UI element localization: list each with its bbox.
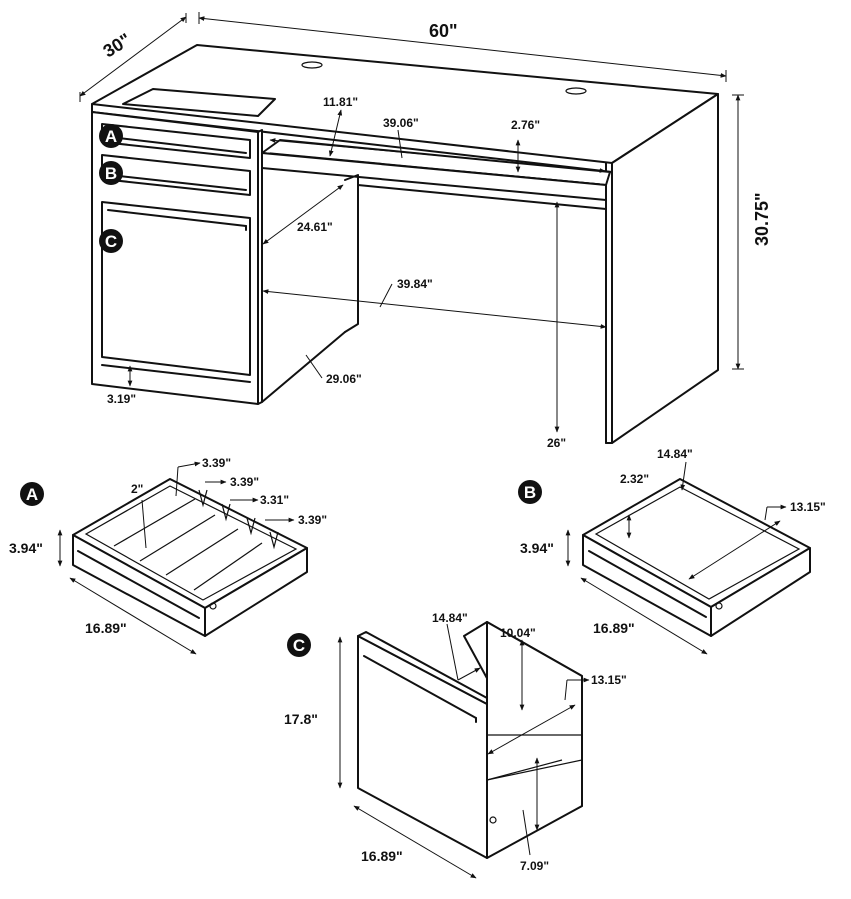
label-width: 60" xyxy=(429,21,458,41)
label-a-height: 3.94" xyxy=(9,540,43,556)
badge-b-main-label: B xyxy=(105,164,117,183)
door-c-front xyxy=(101,201,251,376)
label-a-compartment-4: 3.39" xyxy=(298,513,327,527)
label-floor-clearance: 3.19" xyxy=(107,392,136,406)
label-c-inner-width: 14.84" xyxy=(432,611,468,625)
label-c-width: 16.89" xyxy=(361,848,403,864)
desk-main: A B C 30" 60" 30.75" 11.81" 39.06" 2.76"… xyxy=(79,12,772,450)
label-a-width: 16.89" xyxy=(85,620,127,636)
label-a-compartment-1: 3.39" xyxy=(202,456,231,470)
badge-c-main: C xyxy=(99,229,123,253)
badge-a-detail: A xyxy=(20,482,44,506)
label-knee-height: 24.61" xyxy=(297,220,333,234)
badge-c-main-label: C xyxy=(105,232,117,251)
cabinet-side xyxy=(486,621,583,859)
badge-a-main-label: A xyxy=(105,127,117,146)
label-a-compartment-2: 3.39" xyxy=(230,475,259,489)
badge-a-detail-label: A xyxy=(26,485,38,504)
badge-b-detail-label: B xyxy=(524,483,536,502)
label-b-width: 16.89" xyxy=(593,620,635,636)
label-tray-depth: 11.81" xyxy=(323,95,358,109)
door-c-detail: C 17.8" 16.89" 14.84" 10.04" 13.15" 7.09… xyxy=(284,611,627,879)
badge-c-detail: C xyxy=(287,633,311,657)
pedestal-side xyxy=(257,129,263,405)
label-knee-width: 39.84" xyxy=(397,277,433,291)
label-knee-depth: 29.06" xyxy=(326,372,362,386)
label-c-lower-height: 7.09" xyxy=(520,859,549,873)
label-tray-floor-height: 26" xyxy=(547,436,566,450)
drawer-a-detail: A 3.94" 16.89" 2" 3.39" 3.39" 3.31" 3.39… xyxy=(9,456,327,655)
label-b-inner-length: 13.15" xyxy=(790,500,826,514)
label-a-compartment-3: 3.31" xyxy=(260,493,289,507)
label-c-height: 17.8" xyxy=(284,711,318,727)
label-height: 30.75" xyxy=(752,192,772,246)
label-b-inner-depth: 2.32" xyxy=(620,472,649,486)
right-end-panel xyxy=(611,93,719,444)
label-tray-height: 2.76" xyxy=(511,118,540,132)
badge-b-detail: B xyxy=(518,480,542,504)
label-a-divider-depth: 2" xyxy=(131,482,143,496)
badge-c-detail-label: C xyxy=(293,636,305,655)
badge-a-main: A xyxy=(99,124,123,148)
label-b-inner-width: 14.84" xyxy=(657,447,693,461)
label-depth: 30" xyxy=(100,29,135,61)
label-c-inner-height: 10.04" xyxy=(500,626,536,640)
label-c-inner-length: 13.15" xyxy=(591,673,627,687)
dim-depth-line xyxy=(79,16,187,97)
badge-b-main: B xyxy=(99,161,123,185)
cable-grommet-right xyxy=(565,87,587,95)
dim-width-line xyxy=(198,16,727,78)
label-b-height: 3.94" xyxy=(520,540,554,556)
label-tray-width: 39.06" xyxy=(383,116,419,130)
drawer-b-detail: B 3.94" 16.89" 2.32" 14.84" 13.15" xyxy=(518,447,826,655)
